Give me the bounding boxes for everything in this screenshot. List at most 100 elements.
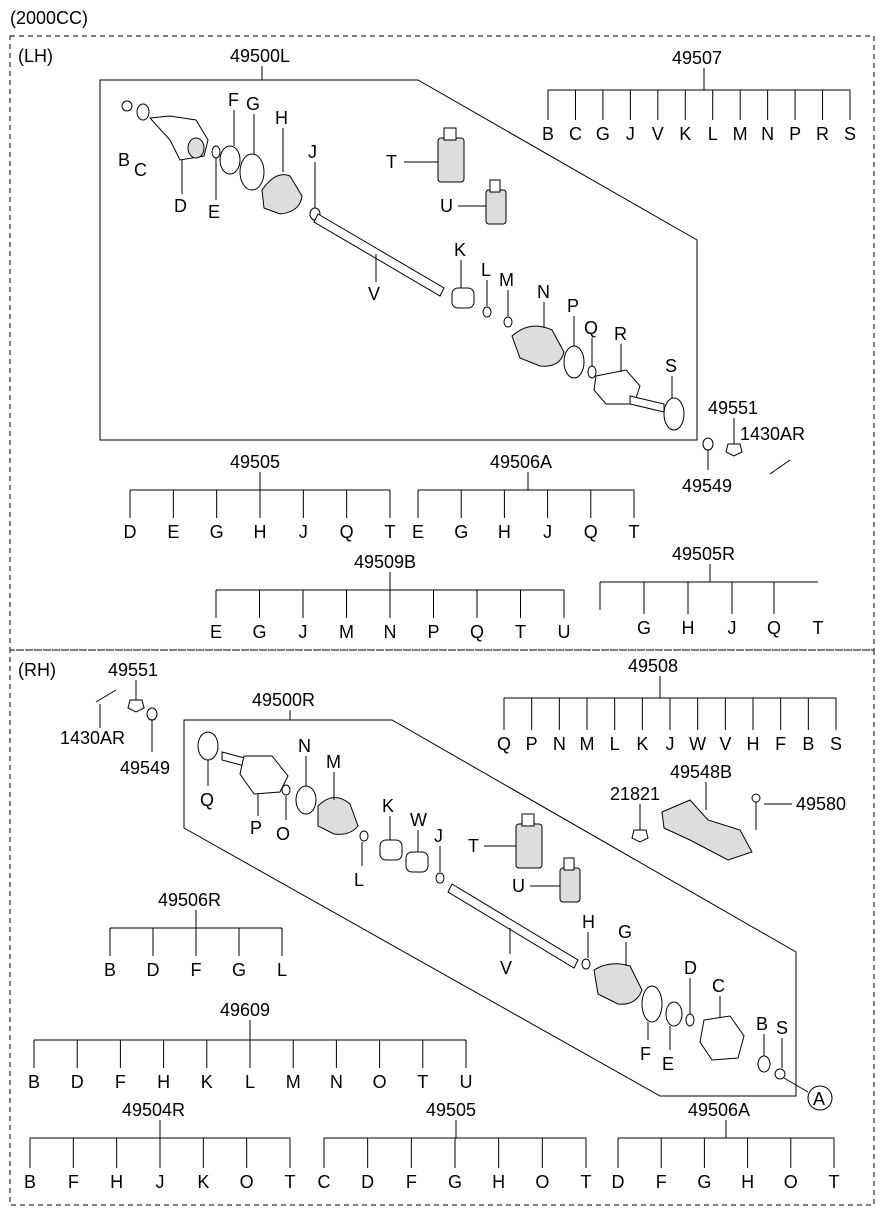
clamp-band-icon xyxy=(665,1001,683,1027)
kit-item-label: H xyxy=(747,734,760,754)
lh-part-label-r: R xyxy=(614,324,627,344)
kit-item-label: C xyxy=(318,1172,331,1192)
circlip-icon xyxy=(121,100,133,112)
clip-icon xyxy=(435,872,445,884)
lh-part-label-h: H xyxy=(275,108,288,128)
kit-item-label: O xyxy=(373,1072,387,1092)
kit-number: 49505R xyxy=(672,544,735,564)
abs-ring-icon xyxy=(197,731,219,761)
rh-part-label-n: N xyxy=(298,736,311,756)
kit-item-label: G xyxy=(596,124,610,144)
lh-part-49551: 49551 xyxy=(708,398,758,418)
kit-item-label: H xyxy=(682,618,695,638)
lh-part-label-s: S xyxy=(665,356,677,376)
lh-assembly-outline xyxy=(99,79,698,441)
kit-item-label: J xyxy=(299,522,308,542)
damper-icon xyxy=(451,287,475,309)
kit-number: 49509B xyxy=(354,552,416,572)
kit-item-label: J xyxy=(626,124,635,144)
grease-bottle-icon xyxy=(485,189,507,225)
kit-item-label: M xyxy=(733,124,748,144)
lh-part-label-l: L xyxy=(481,260,491,280)
lh-outer-joint-parts xyxy=(451,287,685,431)
rh-part-label-k: K xyxy=(382,796,394,816)
bottle-cap-icon xyxy=(443,127,457,141)
kit-number: 49505 xyxy=(426,1100,476,1120)
kit-item-label: F xyxy=(191,960,202,980)
lh-part-label-m: M xyxy=(499,270,514,290)
spider-icon xyxy=(187,137,205,159)
rh-section: (RH) 49500R 49551 1430AR 49549 xyxy=(18,656,846,1192)
small-ring-icon xyxy=(587,365,597,379)
rh-part-49580: 49580 xyxy=(796,794,846,814)
drive-shaft-icon xyxy=(447,883,579,969)
kit-item-label: E xyxy=(412,522,424,542)
kit-item-label: H xyxy=(110,1172,123,1192)
kit-item-label: T xyxy=(581,1172,592,1192)
lh-section: (LH) 49500L xyxy=(18,46,856,642)
kit-item-label: J xyxy=(666,734,675,754)
bottle-cap-icon xyxy=(563,857,575,871)
bolt-head-icon xyxy=(751,793,761,803)
kit-number: 49504R xyxy=(122,1100,185,1120)
kit-item-label: N xyxy=(761,124,774,144)
rh-section-frame xyxy=(9,649,875,1206)
rh-part-label-u: U xyxy=(512,876,525,896)
washer-icon xyxy=(702,437,714,451)
rh-part-49548b: 49548B xyxy=(670,762,732,782)
rh-part-label-p: P xyxy=(250,818,262,838)
small-ring-icon xyxy=(482,306,492,318)
rh-part-label-j: J xyxy=(434,826,443,846)
kit-item-label: T xyxy=(829,1172,840,1192)
lh-part-label-f: F xyxy=(228,90,239,110)
rh-part-label-w: W xyxy=(410,810,427,830)
kit-number: 49508 xyxy=(628,656,678,676)
kit-item-label: Q xyxy=(767,618,781,638)
drive-shaft-icon xyxy=(313,213,445,297)
bolt-icon xyxy=(769,459,791,475)
clip-icon xyxy=(503,316,513,328)
kit-item-label: N xyxy=(553,734,566,754)
bottle-cap-icon xyxy=(521,813,535,827)
kit-item-label: J xyxy=(543,522,552,542)
lh-part-label-n: N xyxy=(537,282,550,302)
kit-item-label: K xyxy=(636,734,648,754)
kit-item-label: W xyxy=(689,734,706,754)
rh-part-49551: 49551 xyxy=(108,660,158,680)
rh-part-label-q: Q xyxy=(200,790,214,810)
clamp-band-icon xyxy=(239,153,265,191)
kit-item-label: M xyxy=(339,622,354,642)
rh-part-label-l: L xyxy=(354,870,364,890)
boot-icon xyxy=(261,174,303,215)
lh-part-label-u: U xyxy=(440,196,453,216)
rh-part-label-e: E xyxy=(662,1054,674,1074)
kit-item-label: G xyxy=(697,1172,711,1192)
rh-part-label-h: H xyxy=(582,912,595,932)
lh-grease-parts xyxy=(437,127,507,225)
kit-item-label: T xyxy=(515,622,526,642)
kit-number: 49506R xyxy=(158,890,221,910)
nut-icon xyxy=(631,829,649,843)
ring-icon xyxy=(136,103,150,121)
nut-icon xyxy=(725,443,743,457)
kit-item-label: F xyxy=(775,734,786,754)
small-ring-icon xyxy=(685,1013,695,1027)
grease-bottle-icon xyxy=(515,823,543,869)
rh-parts xyxy=(197,731,786,1080)
kit-item-label: Q xyxy=(497,734,511,754)
boot-icon xyxy=(317,797,359,835)
kit-item-label: N xyxy=(330,1072,343,1092)
kit-item-label: D xyxy=(71,1072,84,1092)
lh-part-label-c: C xyxy=(134,160,147,180)
kit-item-label: H xyxy=(492,1172,505,1192)
heat-protector-icon xyxy=(661,799,753,861)
kit-item-label: G xyxy=(210,522,224,542)
clip-icon xyxy=(359,830,369,842)
kit-item-label: B xyxy=(802,734,814,754)
